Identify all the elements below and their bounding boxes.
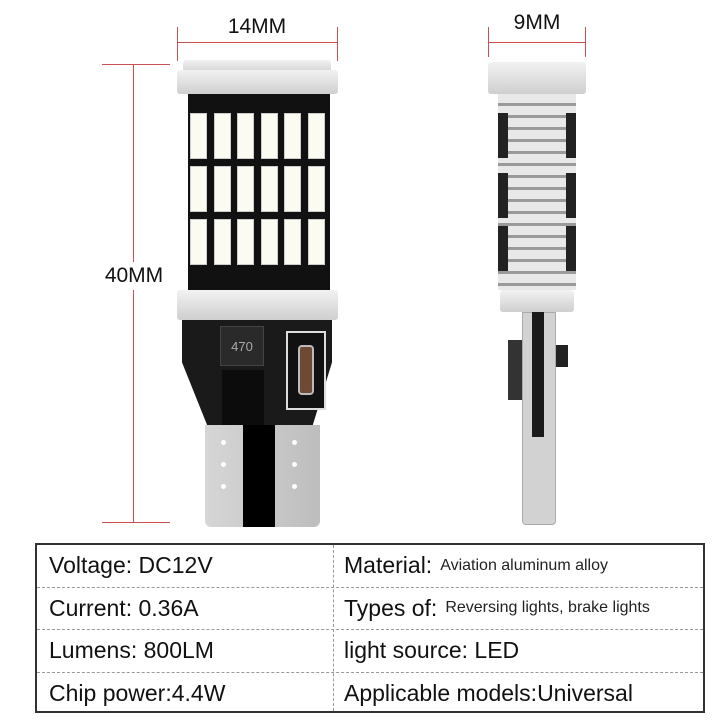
spec-label: Current:	[49, 594, 133, 621]
led-chip	[307, 113, 325, 159]
width-label: 14MM	[227, 15, 287, 38]
led-chip	[190, 166, 207, 212]
depth-tick-right	[585, 27, 586, 57]
led-chip	[190, 219, 207, 265]
base-leg-divider	[243, 425, 275, 527]
width-dimension-line	[177, 42, 338, 43]
side-bottom-collar	[500, 290, 574, 312]
depth-dimension-line	[488, 42, 586, 43]
led-board	[188, 94, 330, 290]
led-chip	[213, 113, 231, 159]
spec-row: Current: 0.36A Types of: Reversing lights…	[37, 588, 703, 630]
depth-tick-left	[488, 27, 489, 57]
spec-value: DC12V	[138, 552, 213, 579]
spec-label: Voltage:	[49, 552, 133, 579]
spec-value: 0.36A	[138, 594, 199, 621]
spec-row: Voltage: DC12V Material: Aviation aluminu…	[37, 545, 703, 588]
spec-label: Lumens:	[49, 637, 138, 664]
led-chip	[260, 166, 278, 212]
height-tick-bottom	[102, 522, 170, 523]
top-collar	[177, 70, 338, 94]
height-label: 40MM	[94, 262, 174, 290]
led-grid	[190, 113, 328, 265]
led-chip	[237, 113, 254, 159]
led-chip	[260, 113, 278, 159]
depth-label: 9MM	[513, 11, 561, 34]
spec-label: Types of:	[344, 594, 438, 621]
spec-label: Applicable models:	[344, 680, 538, 707]
led-chip	[213, 166, 231, 212]
led-chip	[284, 113, 301, 159]
spec-value: 4.4W	[171, 680, 226, 707]
led-chip	[190, 113, 207, 159]
led-chip	[260, 219, 278, 265]
inductor-chip: 470	[220, 326, 264, 366]
spec-value: Universal	[537, 680, 633, 707]
column-divider	[333, 545, 334, 711]
side-heatsink	[498, 94, 576, 290]
led-chip	[284, 166, 301, 212]
spec-label: light source:	[344, 637, 469, 664]
spec-row: Lumens: 800LM light source: LED	[37, 630, 703, 673]
spec-label: Material:	[344, 552, 433, 579]
height-tick-top	[102, 64, 170, 65]
resistor-box	[286, 331, 326, 410]
spec-value: 800LM	[143, 637, 214, 664]
spec-row: Chip power:4.4W Applicable models:Univer…	[37, 673, 703, 716]
spec-label: Chip power:	[49, 680, 172, 707]
side-top-cap	[488, 62, 586, 94]
ic-chip	[222, 370, 264, 426]
spec-value: LED	[474, 637, 520, 664]
spec-table: Voltage: DC12V Material: Aviation aluminu…	[35, 543, 705, 713]
width-tick-left	[177, 27, 178, 61]
bottom-collar	[177, 290, 338, 320]
width-tick-right	[337, 27, 338, 61]
led-chip	[284, 219, 301, 265]
led-chip	[307, 166, 325, 212]
led-chip	[213, 219, 231, 265]
led-chip	[237, 166, 254, 212]
height-dimension-line	[133, 64, 134, 523]
spec-value: Reversing lights, brake lights	[445, 599, 650, 617]
led-chip	[237, 219, 254, 265]
spec-value: Aviation aluminum alloy	[440, 556, 608, 574]
led-chip	[307, 219, 325, 265]
